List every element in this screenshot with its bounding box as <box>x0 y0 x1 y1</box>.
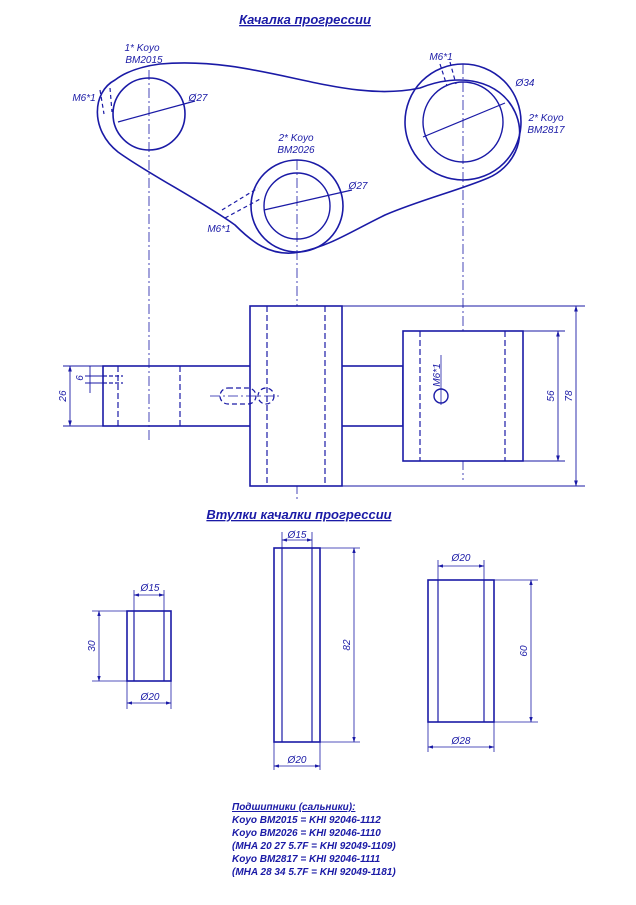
bearing-2-dia-label: Ø27 <box>348 181 368 192</box>
bearing-3-label-line1: 2* Koyo <box>527 113 563 124</box>
notes-line: Koyo BM2817 = KHI 92046-1111 <box>232 854 381 865</box>
rocker-side-view <box>102 305 524 487</box>
notes-line: Koyo BM2015 = KHI 92046-1112 <box>232 815 381 826</box>
bushing-small-height: 30 <box>87 640 98 652</box>
bushing-wide-top-dia: Ø20 <box>451 553 471 564</box>
bushing-small <box>92 590 172 709</box>
bearing-2-label-line2: BM2026 <box>277 145 315 156</box>
rocker-outline <box>96 62 521 254</box>
dim-26: 26 <box>58 390 69 403</box>
side-center-boss <box>249 305 343 487</box>
bearing-1-thread-label: M6*1 <box>72 93 95 104</box>
bearing-notes: Подшипники (сальники): Koyo BM2015 = KHI… <box>232 802 396 878</box>
dim-56: 56 <box>546 390 557 402</box>
bearing-1-dia-label: Ø27 <box>188 93 208 104</box>
dim-78: 78 <box>564 390 575 402</box>
notes-line: (MHA 28 34 5.7F = KHI 92049-1181) <box>232 867 396 878</box>
bushing-wide <box>427 560 538 752</box>
dim-6: 6 <box>75 375 86 381</box>
side-right-boss <box>402 330 524 462</box>
bearing-1-label-line2: BM2015 <box>125 55 163 66</box>
bushings-title: Втулки качалки прогрессии <box>206 507 391 522</box>
bushing-small-top-dia: Ø15 <box>140 583 160 594</box>
bearing-3-dia-label: Ø34 <box>515 78 535 89</box>
side-view-dimensions <box>63 305 585 487</box>
bearing-2-label-line1: 2* Koyo <box>277 133 313 144</box>
main-title: Качалка прогрессии <box>239 12 371 27</box>
bushing-long-top-dia: Ø15 <box>287 530 307 541</box>
bushing-small-bottom-dia: Ø20 <box>140 692 160 703</box>
notes-line: Koyo BM2026 = KHI 92046-1110 <box>232 828 381 839</box>
bearing-3-thread-label: M6*1 <box>429 52 452 63</box>
side-thread-label: M6*1 <box>432 363 443 386</box>
bearing-2-thread-label: M6*1 <box>207 224 230 235</box>
bushing-long <box>273 532 360 770</box>
bushing-long-bottom-dia: Ø20 <box>287 755 307 766</box>
bushing-long-height: 82 <box>342 639 353 651</box>
notes-heading: Подшипники (сальники): <box>232 802 355 813</box>
bushing-wide-height: 60 <box>519 645 530 657</box>
bushing-wide-bottom-dia: Ø28 <box>451 736 471 747</box>
bearing-3-label-line2: BM2817 <box>527 125 565 136</box>
rocker-top-view <box>96 61 522 500</box>
notes-line: (MHA 20 27 5.7F = KHI 92049-1109) <box>232 841 396 852</box>
bearing-1-label-line1: 1* Koyo <box>124 43 159 54</box>
